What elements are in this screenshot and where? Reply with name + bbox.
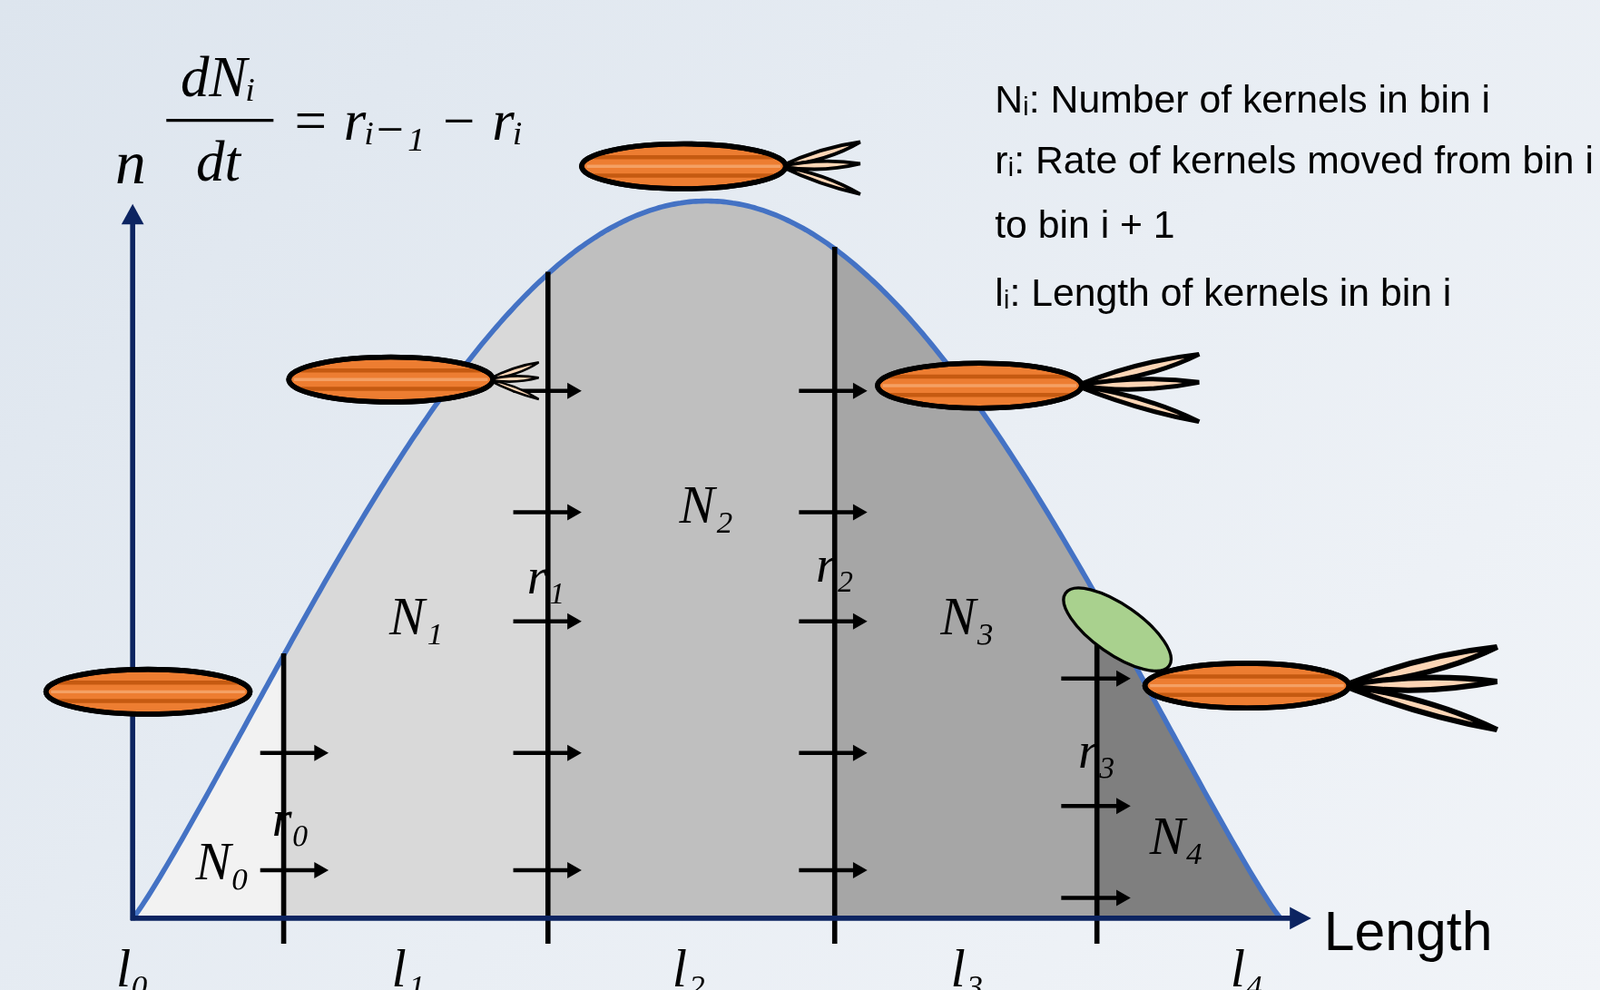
- flow-arrow: [513, 745, 582, 762]
- axis-label: n: [115, 132, 147, 194]
- length-bin: N₀: [132, 655, 284, 919]
- kernel-icon: [1051, 573, 1498, 731]
- flow-arrow: [260, 862, 329, 879]
- bin-boundaries: [284, 246, 1098, 944]
- flow-arrow: [798, 382, 867, 400]
- bin-count: N₀: [195, 835, 249, 889]
- rate-label: r₁: [527, 550, 565, 602]
- bin-shape: [1097, 597, 1281, 919]
- equation-numerator: dNᵢ: [180, 48, 256, 106]
- bin-fill: [132, 655, 284, 919]
- y-axis-head: [121, 204, 145, 225]
- bin-boundary: [545, 272, 551, 945]
- bin-fill: [1097, 597, 1281, 919]
- kernel-body: [581, 144, 786, 189]
- kernel-body: [1145, 663, 1350, 708]
- flow-arrow: [1060, 889, 1130, 906]
- flow-arrow: [798, 503, 867, 521]
- bin-boundary: [832, 246, 838, 944]
- kernel-body: [288, 357, 493, 403]
- legend-note: lᵢ: Length of kernels in bin i: [994, 261, 1600, 326]
- rate-label: r₀: [272, 793, 310, 845]
- bin-shape: [548, 200, 835, 918]
- kernel-icon: [288, 357, 539, 403]
- bin-fill: [284, 274, 549, 919]
- kernel-tail: [1076, 353, 1199, 422]
- x-axis: [130, 915, 1295, 922]
- length-label: l₂: [672, 942, 707, 990]
- y-axis: [129, 219, 136, 921]
- x-axis-head: [1289, 907, 1312, 931]
- legend-note: Nᵢ: Number of kernels in bin i: [994, 67, 1600, 132]
- length-label: l₃: [951, 942, 985, 990]
- kernel-tail: [487, 362, 539, 399]
- flow-arrow: [513, 862, 582, 879]
- bin-count: N₃: [940, 590, 994, 644]
- flow-arrow: [1060, 670, 1130, 688]
- flow-arrow: [513, 382, 582, 400]
- length-bin: N₁: [284, 274, 549, 919]
- equation-denominator: dt: [196, 132, 241, 190]
- kernel-body: [46, 669, 251, 715]
- kernel-icon: [877, 353, 1199, 422]
- flow-arrow: [260, 745, 329, 762]
- legend-note: rᵢ: Rate of kernels moved from bin i to …: [994, 128, 1600, 258]
- axis-title: Length: [1324, 903, 1493, 959]
- rate-label: r₃: [1078, 724, 1116, 776]
- flow-arrows: [260, 382, 1131, 907]
- equation-rhs: = rᵢ₋₁ − rᵢ: [290, 91, 523, 149]
- kernel-body: [877, 363, 1082, 408]
- kernel-leaf: [1051, 573, 1184, 687]
- flow-arrow: [798, 862, 867, 879]
- bin-fill: [834, 248, 1098, 919]
- flow-arrow: [513, 613, 582, 630]
- flow-arrow: [1060, 797, 1130, 815]
- rate-label: r₂: [815, 539, 854, 590]
- length-label: l₀: [116, 942, 150, 990]
- kernel-icon: [46, 669, 251, 715]
- flow-arrow: [798, 613, 867, 630]
- kernel-tail: [780, 142, 861, 195]
- bin-count: N₂: [678, 478, 733, 531]
- flow-arrow: [513, 503, 582, 521]
- length-label: l₁: [391, 942, 425, 990]
- length-bin: N₂: [548, 200, 835, 918]
- bin-count: N₁: [389, 590, 443, 644]
- length-bin: N₃: [834, 248, 1098, 919]
- flow-arrow: [798, 745, 867, 762]
- kernel-tail: [1344, 647, 1498, 730]
- bin-fill: [548, 200, 835, 918]
- length-label: l₄: [1230, 942, 1265, 990]
- bin-shape: [834, 248, 1098, 919]
- bin-count: N₄: [1149, 810, 1204, 864]
- length-bin: N₄: [1097, 597, 1281, 919]
- kernel-icon: [581, 142, 861, 195]
- fraction-bar: [166, 118, 274, 122]
